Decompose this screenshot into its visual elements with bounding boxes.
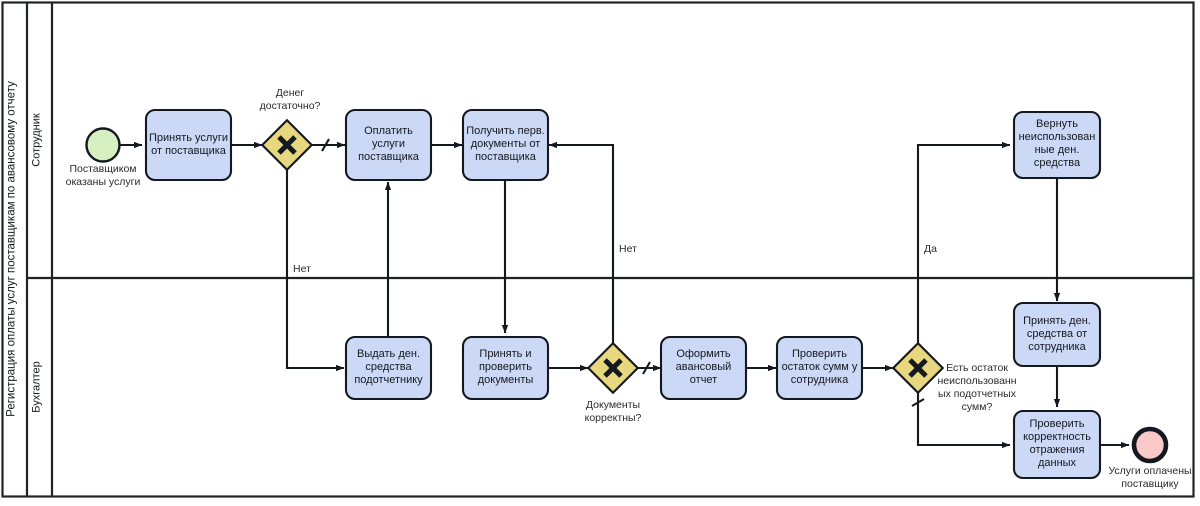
end-event-circle[interactable] <box>1131 426 1169 464</box>
task-accept-services-line-1: Принять услуги <box>149 132 228 144</box>
gateway-documents-correct-x-2 <box>603 358 623 378</box>
gateway-remaining-funds-label-line-3: ых подотчетных <box>938 388 1017 400</box>
task-get-documents-line-1: Получить перв. <box>466 125 545 137</box>
lane-label-accountant: Бухгалтер <box>31 361 43 412</box>
gateway-remaining-funds-label-line-1: Есть остаток <box>946 362 1008 374</box>
task-accept-services-box[interactable] <box>144 108 233 182</box>
end-event-label-line-2: поставщику <box>1121 478 1179 490</box>
task-verify-data[interactable]: Проверить корректность отражения данных <box>1012 409 1102 480</box>
task-check-documents-line-1: Принять и <box>479 348 531 360</box>
task-return-funds-line-3: ные ден. <box>1035 144 1080 156</box>
default-flow-marker-remaining <box>911 398 925 407</box>
task-check-balance-box[interactable] <box>775 335 864 401</box>
flow-label-yes-remaining: Да <box>924 243 937 255</box>
sequence-flows <box>120 138 1130 449</box>
task-verify-data-line-1: Проверить <box>1029 418 1084 430</box>
task-return-funds-line-2: неиспользован <box>1019 131 1096 143</box>
gateway-documents-correct-label-line-2: корректны? <box>585 412 642 424</box>
task-return-funds-line-4: средства <box>1034 157 1081 169</box>
task-verify-data-line-3: отражения <box>1030 444 1085 456</box>
gateway-remaining-funds-x-2 <box>908 358 928 378</box>
task-accept-services-line-2: от поставщика <box>151 145 227 157</box>
start-event[interactable]: Поставщиком оказаны услуги <box>66 127 141 189</box>
task-receive-funds-line-2: средства от <box>1027 328 1087 340</box>
task-get-documents-box[interactable] <box>461 108 550 182</box>
task-receive-funds-line-1: Принять ден. <box>1023 315 1091 327</box>
gateway-enough-money-label-line-2: достаточно? <box>260 100 321 112</box>
end-event-label-line-1: Услуги оплачены <box>1108 465 1191 477</box>
task-get-documents-line-2: документы от <box>471 138 541 150</box>
task-receive-funds-line-3: сотрудника <box>1028 341 1086 353</box>
gateway-remaining-funds-label-line-2: неиспользованн <box>937 375 1016 387</box>
lane-label-employee: Сотрудник <box>31 113 43 167</box>
task-check-balance-line-1: Проверить <box>792 348 847 360</box>
task-check-balance-line-2: остаток сумм у <box>782 361 858 373</box>
task-return-funds[interactable]: Вернуть неиспользован ные ден. средства <box>1012 110 1102 180</box>
task-check-balance-line-3: сотрудника <box>791 374 849 386</box>
start-event-label-line-2: оказаны услуги <box>66 176 141 188</box>
gateway-enough-money-x-2 <box>277 135 297 155</box>
task-check-documents[interactable]: Принять и проверить документы <box>461 335 550 401</box>
flow-labels: Нет Нет Да <box>293 243 937 275</box>
default-flow-marker-documents <box>642 361 651 375</box>
flow-gateway-money-no-to-issue <box>285 170 345 372</box>
gateway-enough-money-label-line-1: Денег <box>276 87 305 99</box>
task-issue-funds[interactable]: Выдать ден. средства подотчетнику <box>344 335 433 401</box>
task-advance-report-box[interactable] <box>659 335 748 401</box>
task-pay-services-line-2: услуги <box>372 138 405 150</box>
start-event-label-line-1: Поставщиком <box>69 163 136 175</box>
flow-gateway-remaining-no-to-verify <box>916 393 1011 449</box>
pool-frame <box>1 1 1195 498</box>
task-issue-funds-line-1: Выдать ден. <box>357 348 420 360</box>
pool: Регистрация оплаты услуг поставщикам по … <box>1 1 1195 498</box>
flow-label-no-money: Нет <box>293 263 311 275</box>
task-advance-report[interactable]: Оформить авансовый отчет <box>659 335 748 401</box>
task-accept-services[interactable]: Принять услуги от поставщика <box>144 108 233 182</box>
gateway-remaining-funds[interactable]: Есть остаток неиспользованн ых подотчетн… <box>891 341 1017 413</box>
end-event[interactable]: Услуги оплачены поставщику <box>1108 426 1192 490</box>
start-event-circle[interactable] <box>85 127 121 163</box>
task-verify-data-line-2: корректность <box>1023 431 1091 443</box>
task-verify-data-line-4: данных <box>1038 457 1077 469</box>
task-receive-funds[interactable]: Принять ден. средства от сотрудника <box>1012 301 1102 368</box>
task-check-documents-box[interactable] <box>461 335 550 401</box>
task-verify-data-box[interactable] <box>1012 409 1102 480</box>
gateway-documents-correct-label-line-1: Документы <box>586 399 640 411</box>
task-issue-funds-line-2: средства <box>365 361 412 373</box>
task-pay-services[interactable]: Оплатить услуги поставщика <box>344 108 433 182</box>
task-check-documents-line-2: проверить <box>479 361 532 373</box>
task-return-funds-line-1: Вернуть <box>1036 118 1078 130</box>
gateway-documents-correct[interactable]: Документы корректны? <box>585 341 642 424</box>
default-flow-marker-money <box>321 138 330 152</box>
flow-label-no-documents: Нет <box>619 243 637 255</box>
task-check-documents-line-3: документы <box>478 374 534 386</box>
task-issue-funds-box[interactable] <box>344 335 433 401</box>
task-pay-services-line-1: Оплатить <box>364 125 413 137</box>
task-advance-report-line-3: отчет <box>690 374 717 386</box>
task-advance-report-line-2: авансовый <box>676 361 732 373</box>
task-return-funds-box[interactable] <box>1012 110 1102 180</box>
task-get-documents[interactable]: Получить перв. документы от поставщика <box>461 108 550 182</box>
flow-gateway-remaining-yes-to-return <box>916 141 1011 343</box>
task-advance-report-line-1: Оформить <box>676 348 731 360</box>
task-receive-funds-box[interactable] <box>1012 301 1102 368</box>
task-issue-funds-line-3: подотчетнику <box>354 374 423 386</box>
task-pay-services-box[interactable] <box>344 108 433 182</box>
gateway-remaining-funds-label-line-4: сумм? <box>962 401 993 413</box>
task-check-balance[interactable]: Проверить остаток сумм у сотрудника <box>775 335 864 401</box>
task-get-documents-line-3: поставщика <box>475 151 537 163</box>
pool-label: Регистрация оплаты услуг поставщикам по … <box>6 81 18 417</box>
task-pay-services-line-3: поставщика <box>358 151 420 163</box>
gateway-enough-money[interactable]: Денег достаточно? <box>260 87 321 172</box>
flow-gateway-documents-no-to-get <box>548 141 615 343</box>
